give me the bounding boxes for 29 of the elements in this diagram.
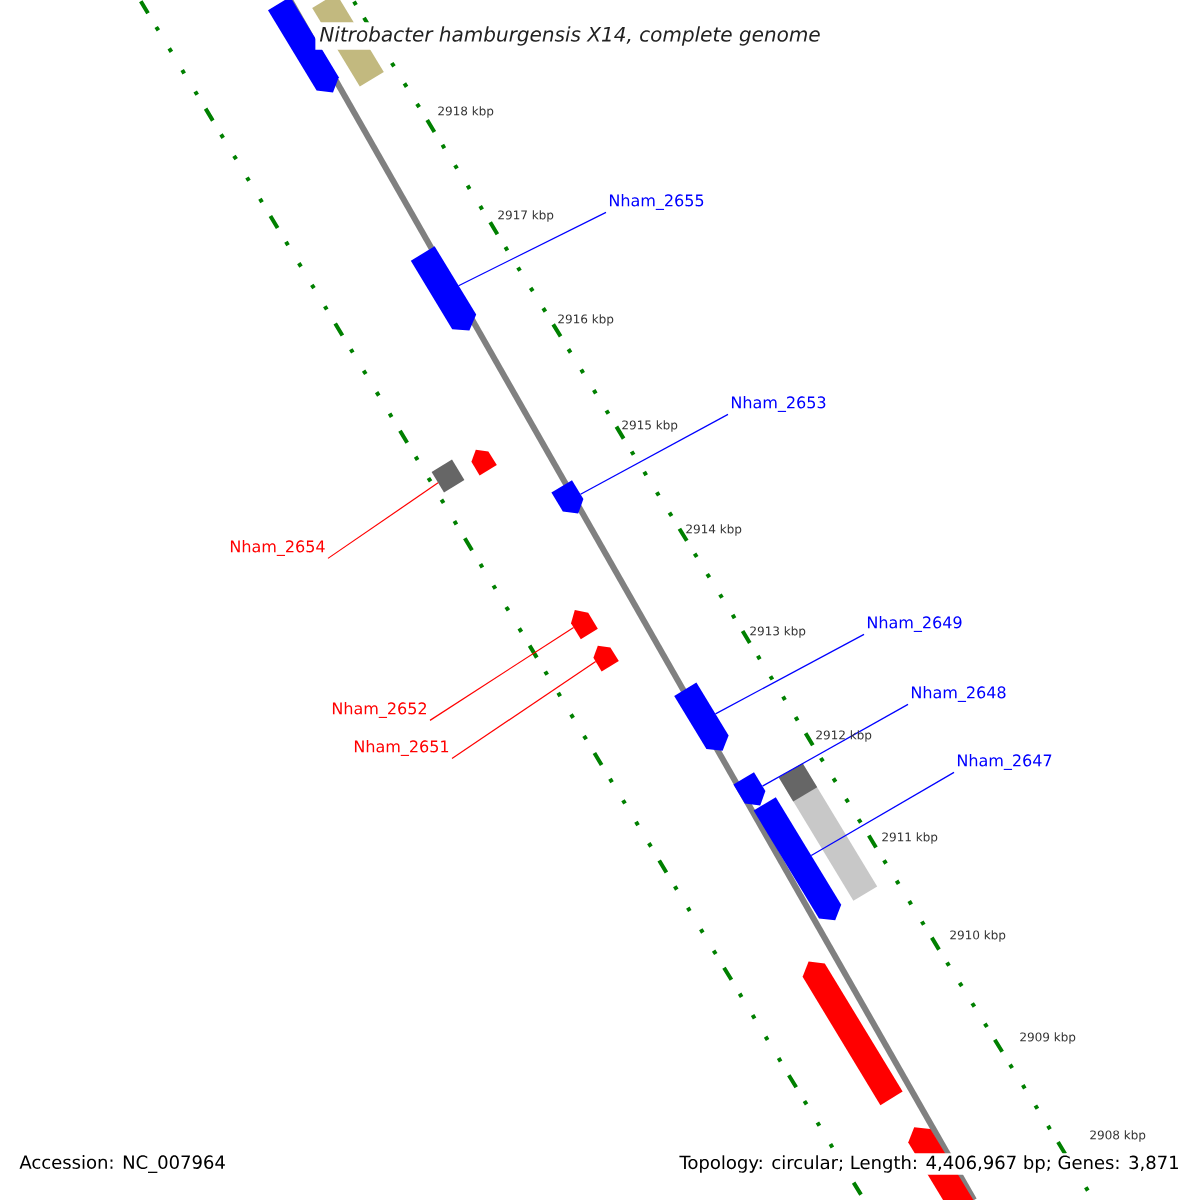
gene-feature [551,480,584,514]
gene-feature [471,449,497,476]
leader-line [429,626,575,721]
gene-feature [431,459,465,493]
leader-line [714,633,865,715]
leader-line [457,211,607,287]
gene-feature [802,961,903,1106]
leader-line [579,413,729,495]
gene-label: Nham_2651 [354,740,449,756]
gene-label: Nham_2649 [868,616,962,632]
leader-line [761,703,909,787]
gene-feature [571,610,598,640]
leader-line [327,482,439,559]
accession-text: Accession: NC_007964 [18,1154,227,1174]
genome-info-text: Topology: circular; Length: 4,406,967 bp; Genes: 3,871 [677,1153,1182,1175]
gene-label: Nham_2654 [230,540,325,556]
gene-label: Nham_2648 [912,686,1006,702]
leader-line [451,661,597,759]
gene-feature [410,246,477,331]
gene-feature [753,797,842,921]
gene-label: Nham_2653 [732,396,826,412]
gene-feature [733,772,766,806]
title: Nitrobacter hamburgensis X14, complete genome [315,22,825,50]
gene-feature [674,682,729,751]
leader-line [810,771,955,857]
gene-label: Nham_2647 [958,754,1052,770]
gene-feature [593,645,619,672]
gene-label: Nham_2655 [609,194,704,210]
gene-label: Nham_2652 [332,702,426,718]
